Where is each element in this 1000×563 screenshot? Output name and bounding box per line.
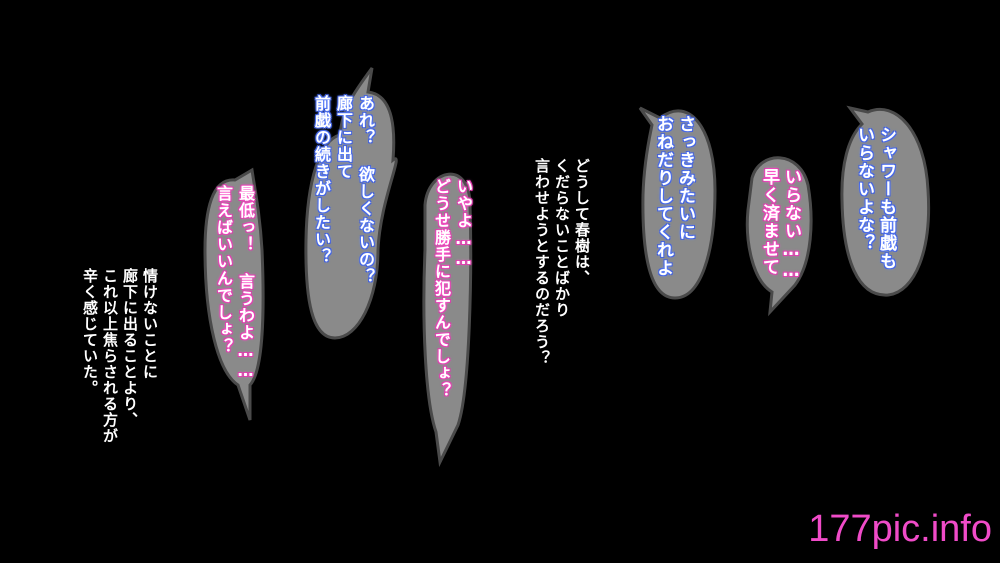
bubble-6-text: 最低っ！ 言うわよ…… 言えばいいんでしょ？ (212, 185, 256, 381)
narration-1-line-3: 言わせようとするのだろう？ (533, 158, 551, 366)
bubble-3-line-2: おねだりしてくれよ (653, 115, 673, 277)
bubble-1-text: シャワーも前戯も いらないよな？ (853, 126, 897, 270)
bubble-5-line-2: 廊下に出て (334, 95, 353, 180)
bubble-5-line-1: あれ？ 欲しくないの？ (356, 95, 375, 285)
speech-bubble-2 (745, 156, 813, 317)
bubble-2-line-2: 早く済ませて (759, 168, 779, 276)
narration-1: どうして春樹は、 くだらないことばかり 言わせようとするのだろう？ (532, 158, 592, 366)
narration-2-line-1: 情けないことに (141, 268, 159, 380)
speech-bubble-4 (422, 172, 473, 468)
bubble-6-line-1: 最低っ！ 言うわよ…… (236, 185, 255, 381)
speech-bubble-1 (840, 105, 931, 297)
narration-1-line-1: どうして春樹は、 (573, 158, 591, 286)
bubble-5-text: あれ？ 欲しくないの？ 廊下に出て 前戯の続きがしたい？ (310, 95, 376, 285)
bubble-1-line-1: シャワーも前戯も (876, 126, 896, 270)
watermark-text: 177pic.info (808, 508, 992, 550)
bubble-6-line-2: 言えばいいんでしょ？ (214, 185, 233, 355)
bubble-5-line-3: 前戯の続きがしたい？ (312, 95, 331, 265)
bubble-4-line-1: いやよ…… (454, 178, 473, 269)
bubble-1-line-2: いらないよな？ (854, 126, 874, 252)
narration-2-line-4: 辛く感じていた。 (81, 268, 99, 396)
bubble-4-line-2: どうせ勝手に犯すんでしょ？ (432, 178, 451, 399)
speech-bubble-5 (304, 67, 398, 340)
narration-2-line-3: これ以上焦らされる方が (101, 268, 119, 444)
narration-2: 情けないことに 廊下に出ることより、 これ以上焦らされる方が 辛く感じていた。 (80, 268, 160, 444)
bubble-3-text: さっきみたいに おねだりしてくれよ (652, 115, 696, 277)
bubble-2-text: いらない…… 早く済ませて (758, 168, 802, 282)
narration-2-line-2: 廊下に出ることより、 (121, 268, 139, 428)
bubble-3-line-1: さっきみたいに (675, 115, 695, 241)
bubble-4-text: いやよ…… どうせ勝手に犯すんでしょ？ (430, 178, 474, 399)
speech-bubble-6 (203, 167, 265, 421)
speech-bubble-3 (638, 106, 717, 300)
narration-1-line-2: くだらないことばかり (553, 158, 571, 318)
bubble-2-line-1: いらない…… (781, 168, 801, 282)
